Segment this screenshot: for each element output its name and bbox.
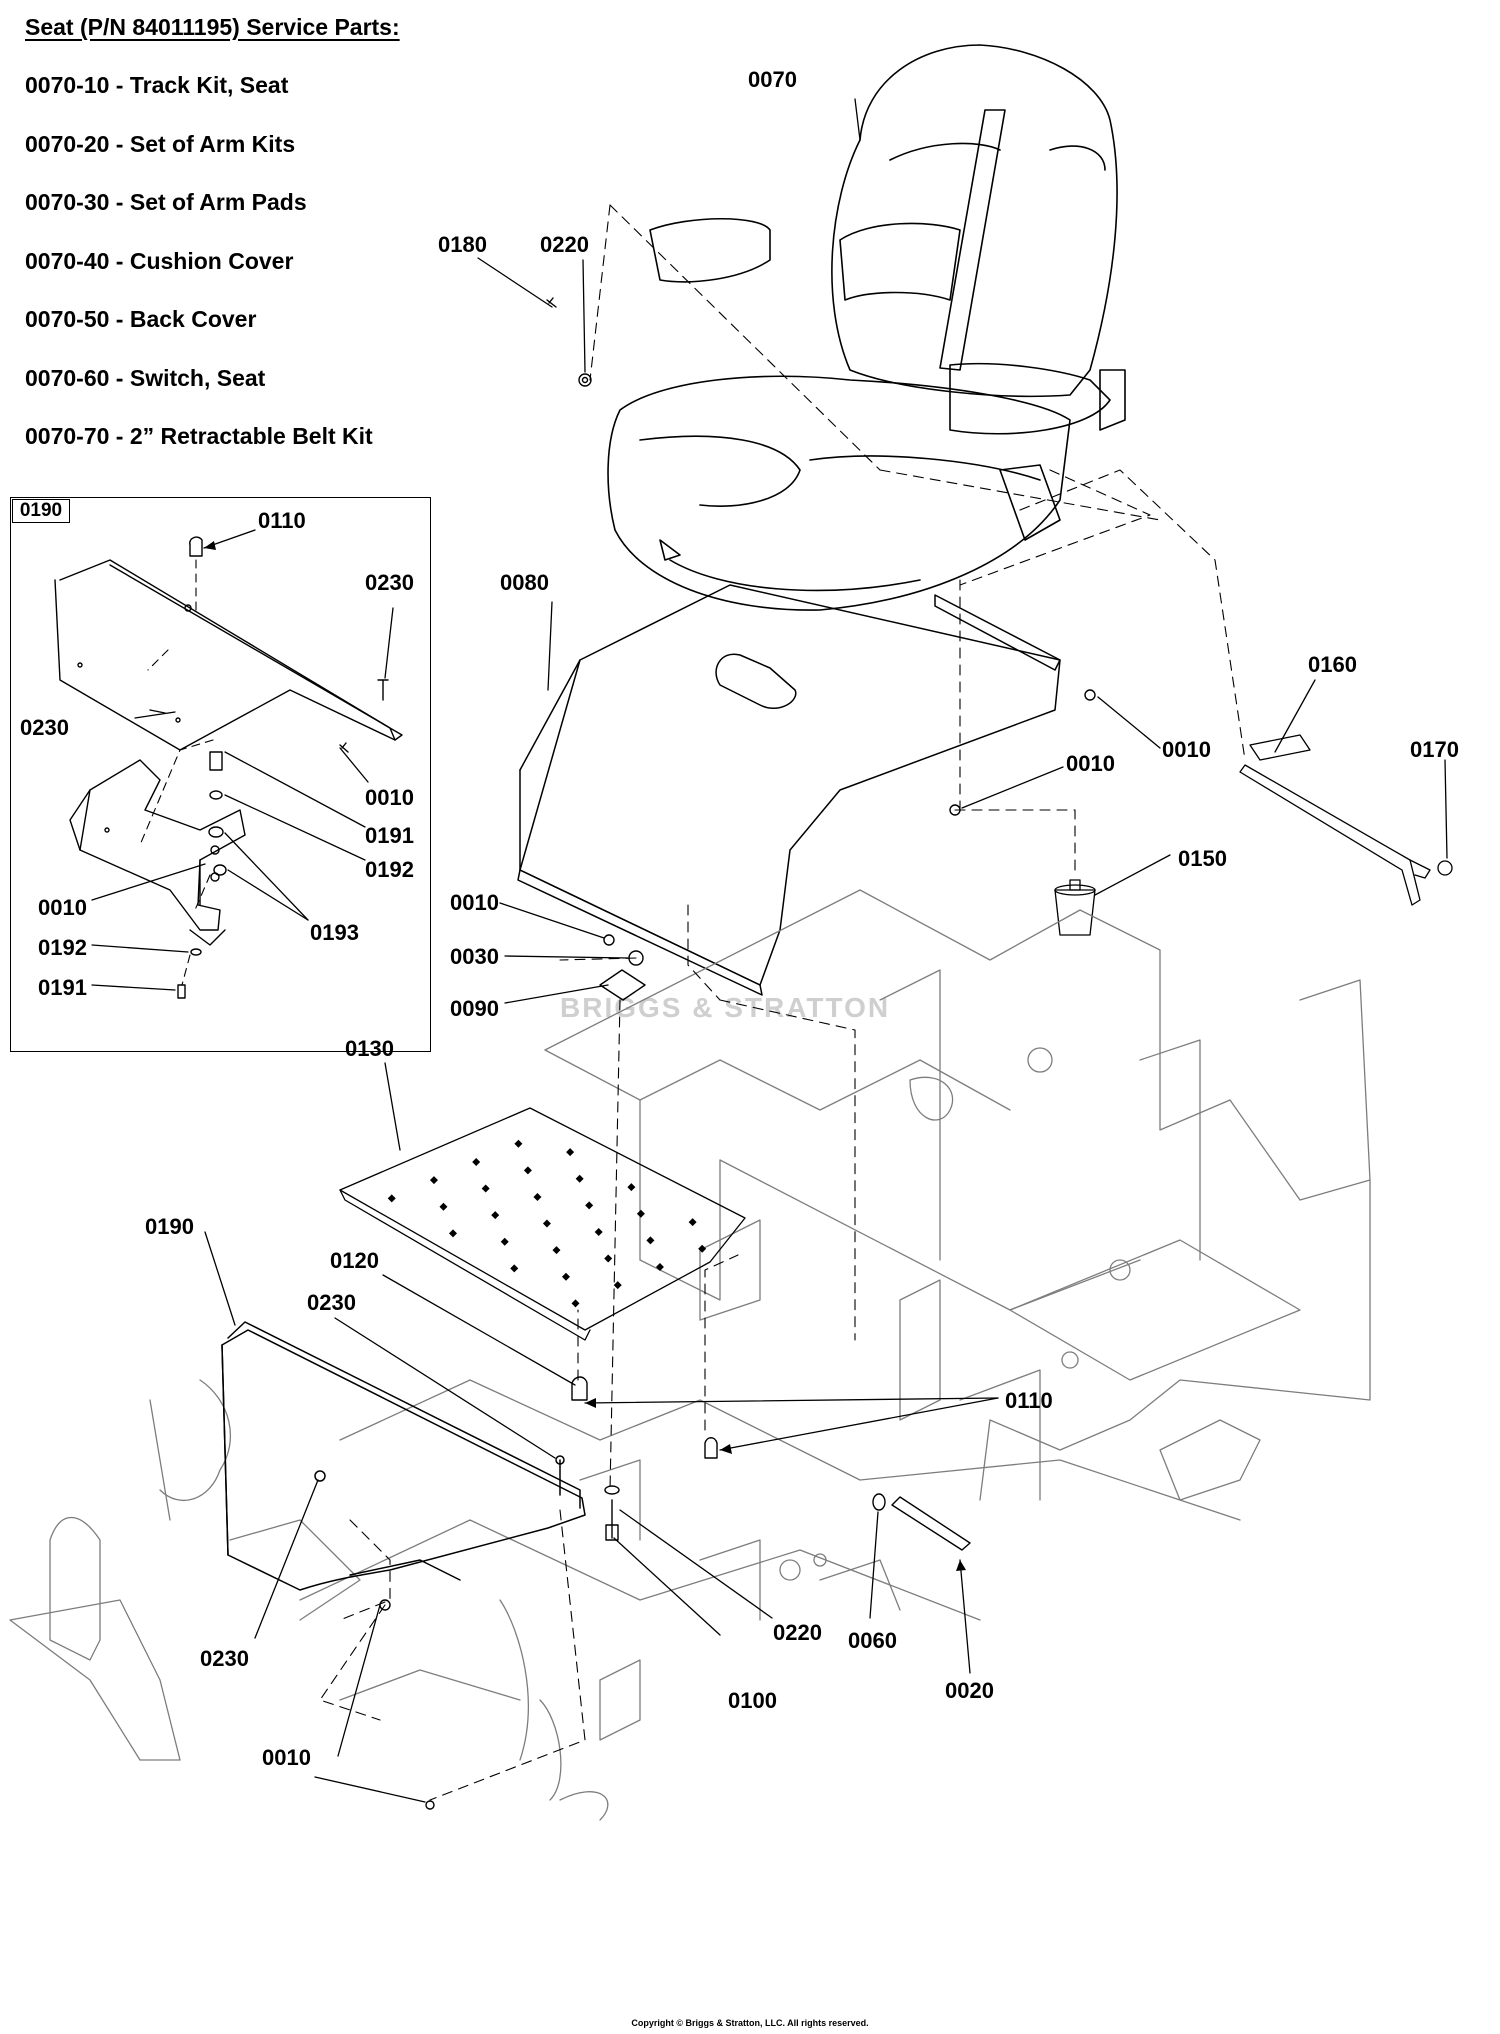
plate-hole <box>646 1236 655 1245</box>
seat-assembly <box>607 44 1126 611</box>
callout-0130: 0130 <box>345 1036 394 1061</box>
callout-0080: 0080 <box>500 570 549 595</box>
inset-callout-0230: 0230 <box>20 715 69 740</box>
plate-hole <box>571 1299 580 1308</box>
callout-0010: 0010 <box>450 890 499 915</box>
inset-tag: 0190 <box>12 499 70 523</box>
callout-0220: 0220 <box>540 232 589 257</box>
inset-fasteners <box>177 751 227 999</box>
copyright-notice: Copyright © Briggs & Stratton, LLC. All … <box>631 2018 869 2028</box>
service-part-item: 0070-50 - Back Cover <box>25 306 257 332</box>
watermark: BRIGGS & STRATTON <box>560 992 891 1023</box>
inset-callout-0230: 0230 <box>365 570 414 595</box>
callout-0090: 0090 <box>450 996 499 1021</box>
plate-hole <box>387 1194 396 1203</box>
plate-hole <box>655 1262 664 1271</box>
inset-bracket-drawing <box>69 759 246 946</box>
plate-hole <box>514 1139 523 1148</box>
inset-callout-0110: 0110 <box>258 508 306 533</box>
service-parts-list: 0070-10 - Track Kit, Seat 0070-20 - Set … <box>25 70 373 480</box>
plate-hole <box>627 1183 636 1192</box>
callout-0030: 0030 <box>450 944 499 969</box>
callout-0170: 0170 <box>1410 737 1459 762</box>
service-part-item: 0070-30 - Set of Arm Pads <box>25 189 307 215</box>
inset-guide-lines <box>139 559 214 986</box>
plate-hole <box>429 1176 438 1185</box>
inset-callout-0010: 0010 <box>365 785 414 810</box>
callout-0010: 0010 <box>1162 737 1211 762</box>
callout-0010: 0010 <box>262 1745 311 1770</box>
plate-hole <box>561 1272 570 1281</box>
mower-frame <box>9 889 1371 1821</box>
callout-0020: 0020 <box>945 1678 994 1703</box>
guide-lines <box>319 204 1246 1801</box>
inset-callout-0191: 0191 <box>365 823 414 848</box>
plate-hole <box>542 1219 551 1228</box>
plate-hole <box>481 1184 490 1193</box>
plate-hole <box>566 1148 575 1157</box>
plate-hole <box>439 1202 448 1211</box>
callout-0060: 0060 <box>848 1628 897 1653</box>
plate-hole <box>575 1174 584 1183</box>
inset-cover-drawing <box>54 536 403 753</box>
plate-hole <box>500 1237 509 1246</box>
plate-hole <box>448 1229 457 1238</box>
inset-detail-box <box>10 497 431 1052</box>
plate-hole <box>636 1209 645 1218</box>
plate-hole <box>698 1244 707 1253</box>
leader-lines <box>91 98 1448 1803</box>
inset-callout-0192: 0192 <box>38 935 87 960</box>
service-part-item: 0070-60 - Switch, Seat <box>25 364 266 391</box>
inset-callout-0010: 0010 <box>38 895 87 920</box>
inset-callout-0191: 0191 <box>38 975 87 1000</box>
plate-hole <box>585 1201 594 1210</box>
plate-hole <box>472 1157 481 1166</box>
plate-hole <box>510 1264 519 1273</box>
service-part-item: 0070-20 - Set of Arm Kits <box>25 130 296 157</box>
callout-0180: 0180 <box>438 232 487 257</box>
service-part-item: 0070-40 - Cushion Cover <box>25 247 294 274</box>
plate-hole <box>604 1254 613 1263</box>
bumper-0150 <box>1054 879 1096 936</box>
plate-0130-holes <box>387 1139 707 1308</box>
callout-0120: 0120 <box>330 1248 379 1273</box>
plate-hole <box>552 1246 561 1255</box>
callout-0150: 0150 <box>1178 846 1227 871</box>
fasteners <box>379 297 1096 1810</box>
plate-hole <box>594 1227 603 1236</box>
callout-0110: 0110 <box>1005 1388 1053 1413</box>
service-parts-header: Seat (P/N 84011195) Service Parts: <box>25 14 400 40</box>
callout-0010: 0010 <box>1066 751 1115 776</box>
callout-0190: 0190 <box>145 1214 194 1239</box>
callout-0230: 0230 <box>200 1646 249 1671</box>
plate-hole <box>613 1281 622 1290</box>
plate-hole <box>688 1218 697 1227</box>
service-part-item: 0070-70 - 2” Retractable Belt Kit <box>25 423 373 449</box>
callout-0100: 0100 <box>728 1688 777 1713</box>
leader-arrows <box>204 541 966 1571</box>
callout-0220: 0220 <box>773 1620 822 1645</box>
plate-0130 <box>339 1107 746 1341</box>
inset-callout-0193: 0193 <box>310 920 359 945</box>
cover-0190 <box>221 1321 586 1591</box>
inset-callout-0192: 0192 <box>365 857 414 882</box>
callout-0160: 0160 <box>1308 652 1357 677</box>
plate-hole <box>491 1211 500 1220</box>
seat-pan-0080 <box>517 584 1061 996</box>
callout-0230: 0230 <box>307 1290 356 1315</box>
plate-hole <box>533 1192 542 1201</box>
callout-0070: 0070 <box>748 67 797 92</box>
service-part-item: 0070-10 - Track Kit, Seat <box>25 72 289 98</box>
plate-hole <box>523 1166 532 1175</box>
